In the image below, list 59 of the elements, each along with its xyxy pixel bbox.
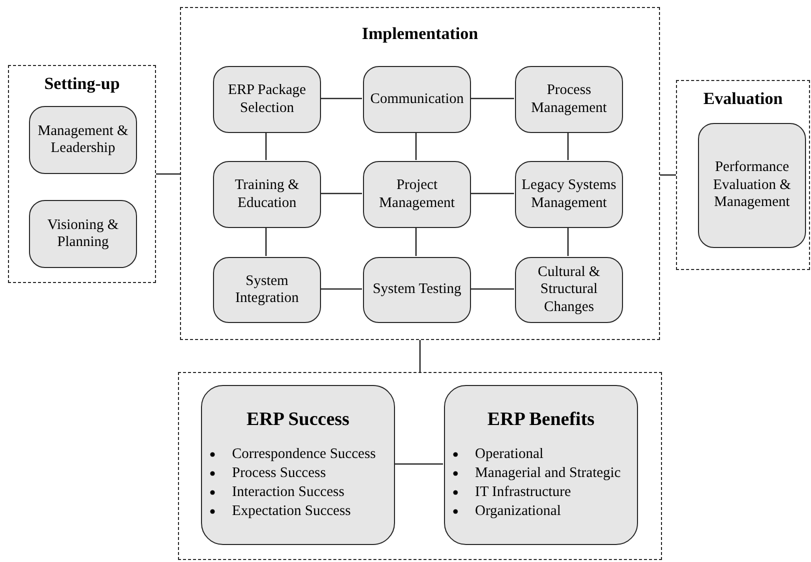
rounded-box [213,66,321,133]
connector-line [660,174,676,176]
dashed-group-frame [676,80,810,270]
rounded-box [213,161,321,228]
connector-line [320,192,362,194]
box-label: System Integration [234,272,300,308]
connector-line [470,98,514,100]
dashed-group-frame [180,7,660,340]
box-heading: ERP Success [246,409,350,432]
rounded-box [515,66,623,133]
box-label: Process Management [530,82,608,117]
rounded-box [515,161,623,228]
connector-line [419,340,421,372]
connector-line [415,132,417,160]
dashed-group-frame [8,65,156,283]
connector-line [320,98,362,100]
box-label: ERP Package Selection [227,82,307,117]
rounded-box [29,106,137,174]
dashed-group-frame [178,372,662,560]
connector-line [470,192,514,194]
rounded-box [698,123,806,248]
bullet-item: Interaction Success [208,483,394,502]
connector-line [470,288,514,290]
bullet-item: Operational [451,445,637,464]
group-title: Setting-up [43,74,121,94]
box-label: Communication [369,90,465,108]
connector-line [320,288,362,290]
bullet-item: Correspondence Success [208,445,394,464]
connector-line [265,132,267,160]
rounded-box [363,257,471,323]
rounded-box [363,161,471,228]
group-title: Implementation [360,24,480,44]
rounded-box [363,66,471,133]
group-title: Evaluation [702,89,784,109]
bullet-item: IT Infrastructure [451,483,637,502]
box-label: Visioning & Planning [46,216,120,252]
bullet-item: Process Success [208,464,394,483]
rounded-box [515,257,623,323]
connector-line [265,227,267,256]
rounded-box [201,385,395,545]
rounded-box [444,385,638,545]
connector-line [394,463,443,465]
connector-line [415,227,417,256]
rounded-box [29,200,137,268]
bullet-item: Organizational [451,502,637,521]
bullet-item: Expectation Success [208,502,394,521]
rounded-box [213,257,321,323]
connector-line [567,132,569,160]
box-label: Legacy Systems Management [520,177,618,212]
box-label: Project Management [378,177,456,212]
box-label: Cultural & Structural Changes [536,264,602,316]
box-label: Performance Evaluation & Management [712,159,792,212]
box-label: Management & Leadership [36,122,130,158]
box-heading: ERP Benefits [487,409,595,432]
box-label: System Testing [372,281,462,299]
connector-line [156,173,180,175]
box-label: Training & Education [234,177,300,212]
bullet-item: Managerial and Strategic [451,464,637,483]
connector-line [567,227,569,256]
